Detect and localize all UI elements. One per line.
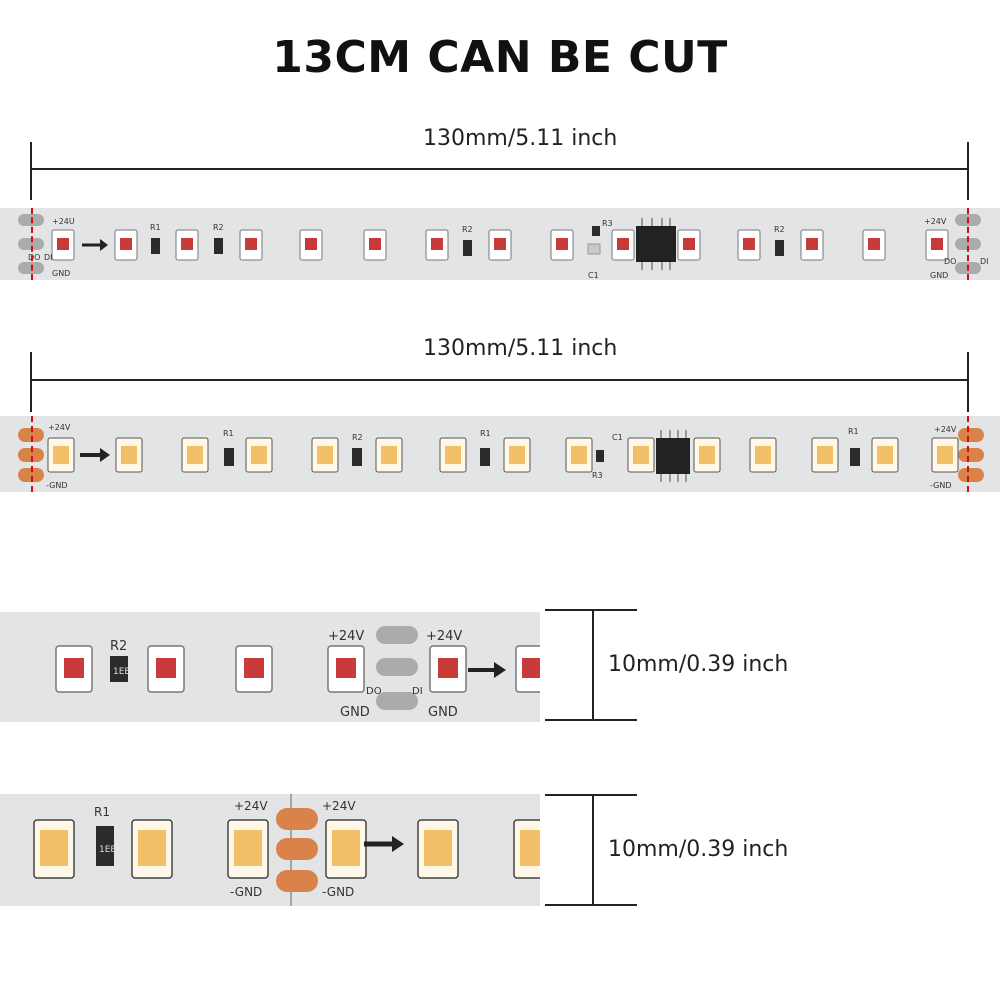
- dimension-tick-right: [967, 352, 969, 412]
- svg-text:R1: R1: [848, 427, 859, 436]
- cut-line-right: [967, 416, 969, 492]
- svg-text:R3: R3: [602, 219, 613, 228]
- svg-text:GND: GND: [340, 705, 370, 720]
- svg-text:+24V: +24V: [426, 629, 462, 644]
- page-title: 13CM CAN BE CUT: [272, 32, 728, 83]
- svg-text:-GND: -GND: [230, 885, 262, 899]
- svg-text:R2: R2: [462, 225, 473, 234]
- width-tick-top: [545, 794, 637, 796]
- cut-line-right: [967, 208, 969, 280]
- svg-text:DI: DI: [980, 257, 989, 266]
- svg-text:R2: R2: [352, 433, 363, 442]
- strip-1-graphics: +24U GND R1 R2 R2 R3 C1 R2 +24V GND DO D…: [18, 214, 989, 280]
- svg-text:R2: R2: [774, 225, 785, 234]
- svg-text:GND: GND: [930, 271, 948, 280]
- svg-text:C1: C1: [612, 433, 623, 442]
- led-strip-2: +24V -GND R1 R2 R1 C1 R3 R1 +24V -GND: [0, 416, 1000, 492]
- led-strip-closeup-2: R1 +24V +24V -GND -GND 1EE: [0, 794, 540, 906]
- svg-text:C1: C1: [588, 271, 599, 280]
- svg-text:R1: R1: [94, 805, 110, 819]
- width-dimension-line: [592, 794, 594, 906]
- svg-text:DI: DI: [412, 686, 423, 697]
- svg-text:R1: R1: [223, 429, 234, 438]
- width-tick-bottom: [545, 904, 637, 906]
- svg-text:DO: DO: [944, 257, 956, 266]
- strip-3-graphics: R2 +24V +24V GND GND DO DI 1EE: [55, 626, 540, 720]
- dimension-tick-right: [967, 142, 969, 200]
- svg-text:+24U: +24U: [52, 217, 75, 226]
- svg-text:+24V: +24V: [234, 799, 268, 813]
- svg-text:R1: R1: [150, 223, 161, 232]
- svg-text:+24V: +24V: [48, 423, 71, 432]
- svg-text:R1: R1: [480, 429, 491, 438]
- svg-text:1EE: 1EE: [113, 667, 130, 677]
- width-label-strip3: 10mm/0.39 inch: [608, 652, 789, 677]
- width-tick-top: [545, 609, 637, 611]
- cut-line-left: [31, 208, 33, 280]
- svg-text:DO: DO: [28, 253, 40, 262]
- svg-text:-GND: -GND: [322, 885, 354, 899]
- width-label-strip4: 10mm/0.39 inch: [608, 837, 789, 862]
- strip-4-graphics: R1 +24V +24V -GND -GND 1EE: [33, 794, 540, 906]
- svg-text:GND: GND: [428, 705, 458, 720]
- svg-text:+24V: +24V: [328, 629, 364, 644]
- length-label-strip1: 130mm/5.11 inch: [423, 126, 618, 151]
- strip-2-graphics: +24V -GND R1 R2 R1 C1 R3 R1 +24V -GND: [18, 423, 984, 490]
- width-tick-bottom: [545, 719, 637, 721]
- svg-text:-GND: -GND: [46, 481, 68, 490]
- svg-text:R2: R2: [110, 639, 127, 654]
- svg-text:-GND: -GND: [930, 481, 952, 490]
- dimension-tick-left: [30, 142, 32, 200]
- svg-text:R3: R3: [592, 471, 603, 480]
- svg-text:DO: DO: [366, 686, 382, 697]
- svg-text:DI: DI: [44, 253, 53, 262]
- dimension-tick-left: [30, 352, 32, 412]
- svg-text:+24V: +24V: [924, 217, 947, 226]
- led-strip-closeup-1: R2 +24V +24V GND GND DO DI 1EE: [0, 612, 540, 722]
- length-label-strip2: 130mm/5.11 inch: [423, 336, 618, 361]
- dimension-line: [30, 168, 968, 170]
- svg-text:+24V: +24V: [934, 425, 957, 434]
- width-dimension-line: [592, 609, 594, 721]
- svg-text:1EE: 1EE: [99, 845, 116, 855]
- dimension-line: [30, 379, 968, 381]
- cut-line-left: [31, 416, 33, 492]
- led-strip-1: +24U GND R1 R2 R2 R3 C1 R2 +24V GND DO D…: [0, 208, 1000, 280]
- svg-text:GND: GND: [52, 269, 70, 278]
- svg-text:R2: R2: [213, 223, 224, 232]
- svg-text:+24V: +24V: [322, 799, 356, 813]
